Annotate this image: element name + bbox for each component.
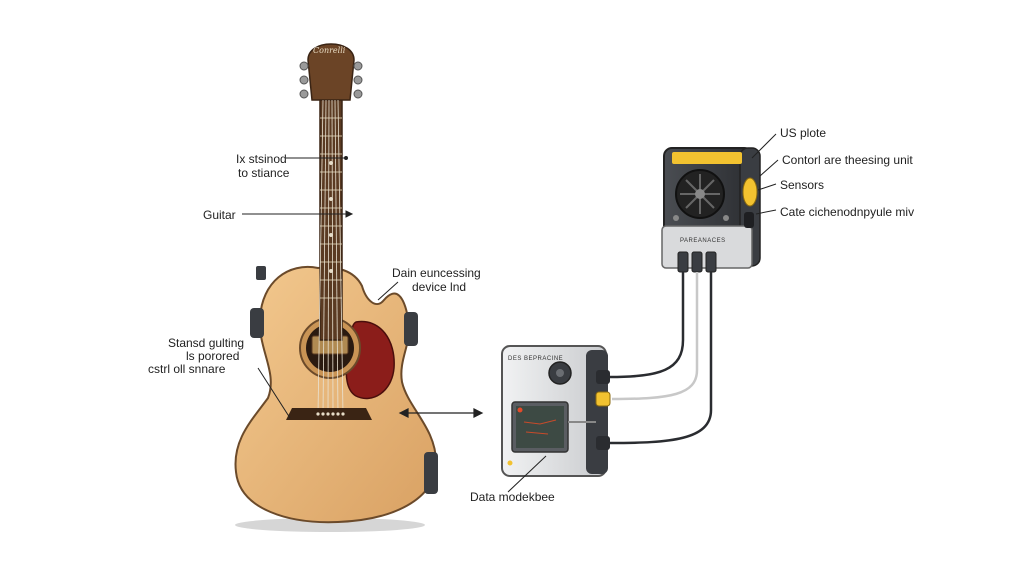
label-strings-2: to stiance (238, 166, 290, 180)
connection-arrow (398, 408, 484, 418)
module-port-2 (595, 391, 611, 407)
headstock (307, 43, 355, 101)
bridge-pins (316, 412, 345, 416)
label-guitar: Guitar (203, 208, 236, 222)
module-port-3 (596, 436, 610, 450)
data-module-side (586, 350, 608, 474)
cables (609, 272, 713, 445)
guitar-leader-lines (242, 156, 399, 419)
label-data-module: Data modekbee (470, 490, 555, 504)
unit-plate-text: PAREANACES (680, 238, 726, 244)
tuning-pegs (299, 61, 363, 99)
headstock-logo: Conrelli (313, 46, 346, 55)
unit-connectors (677, 251, 717, 273)
processing-unit (661, 147, 761, 273)
strap-button (256, 266, 266, 280)
output-jack (424, 452, 438, 494)
cable-port (744, 212, 754, 228)
guitar-strings (317, 99, 344, 415)
guitar-body (234, 265, 438, 524)
module-port-1 (596, 370, 610, 384)
unit-leader-lines (507, 133, 779, 493)
label-sound-3: cstrl oll snnare (148, 362, 226, 376)
guitar (234, 43, 438, 532)
label-processing-2: device lnd (412, 280, 467, 294)
unit-top-strip (672, 152, 742, 164)
sensor-knob (742, 177, 758, 207)
label-sound-1: Stansd gulting (168, 336, 245, 350)
label-strings-1: Ix stsinod (236, 152, 287, 166)
status-led-red (517, 407, 523, 413)
status-led-yellow (507, 460, 513, 466)
label-processing-1: Dain euncessing (392, 266, 481, 280)
label-sound-2: ls porored (186, 349, 240, 363)
label-sensors: Sensors (780, 178, 825, 192)
guitar-shadow (235, 518, 425, 532)
side-jack-left (250, 308, 264, 338)
label-us-plote: US plote (780, 126, 827, 140)
data-module (501, 345, 611, 477)
side-jack-right (404, 312, 418, 346)
label-cable: Cate cichenodnpyule miv (780, 205, 915, 219)
module-plate-text: DES BEPRACINE (508, 356, 564, 362)
label-control-unit: Contorl are theesing unit (782, 153, 913, 167)
